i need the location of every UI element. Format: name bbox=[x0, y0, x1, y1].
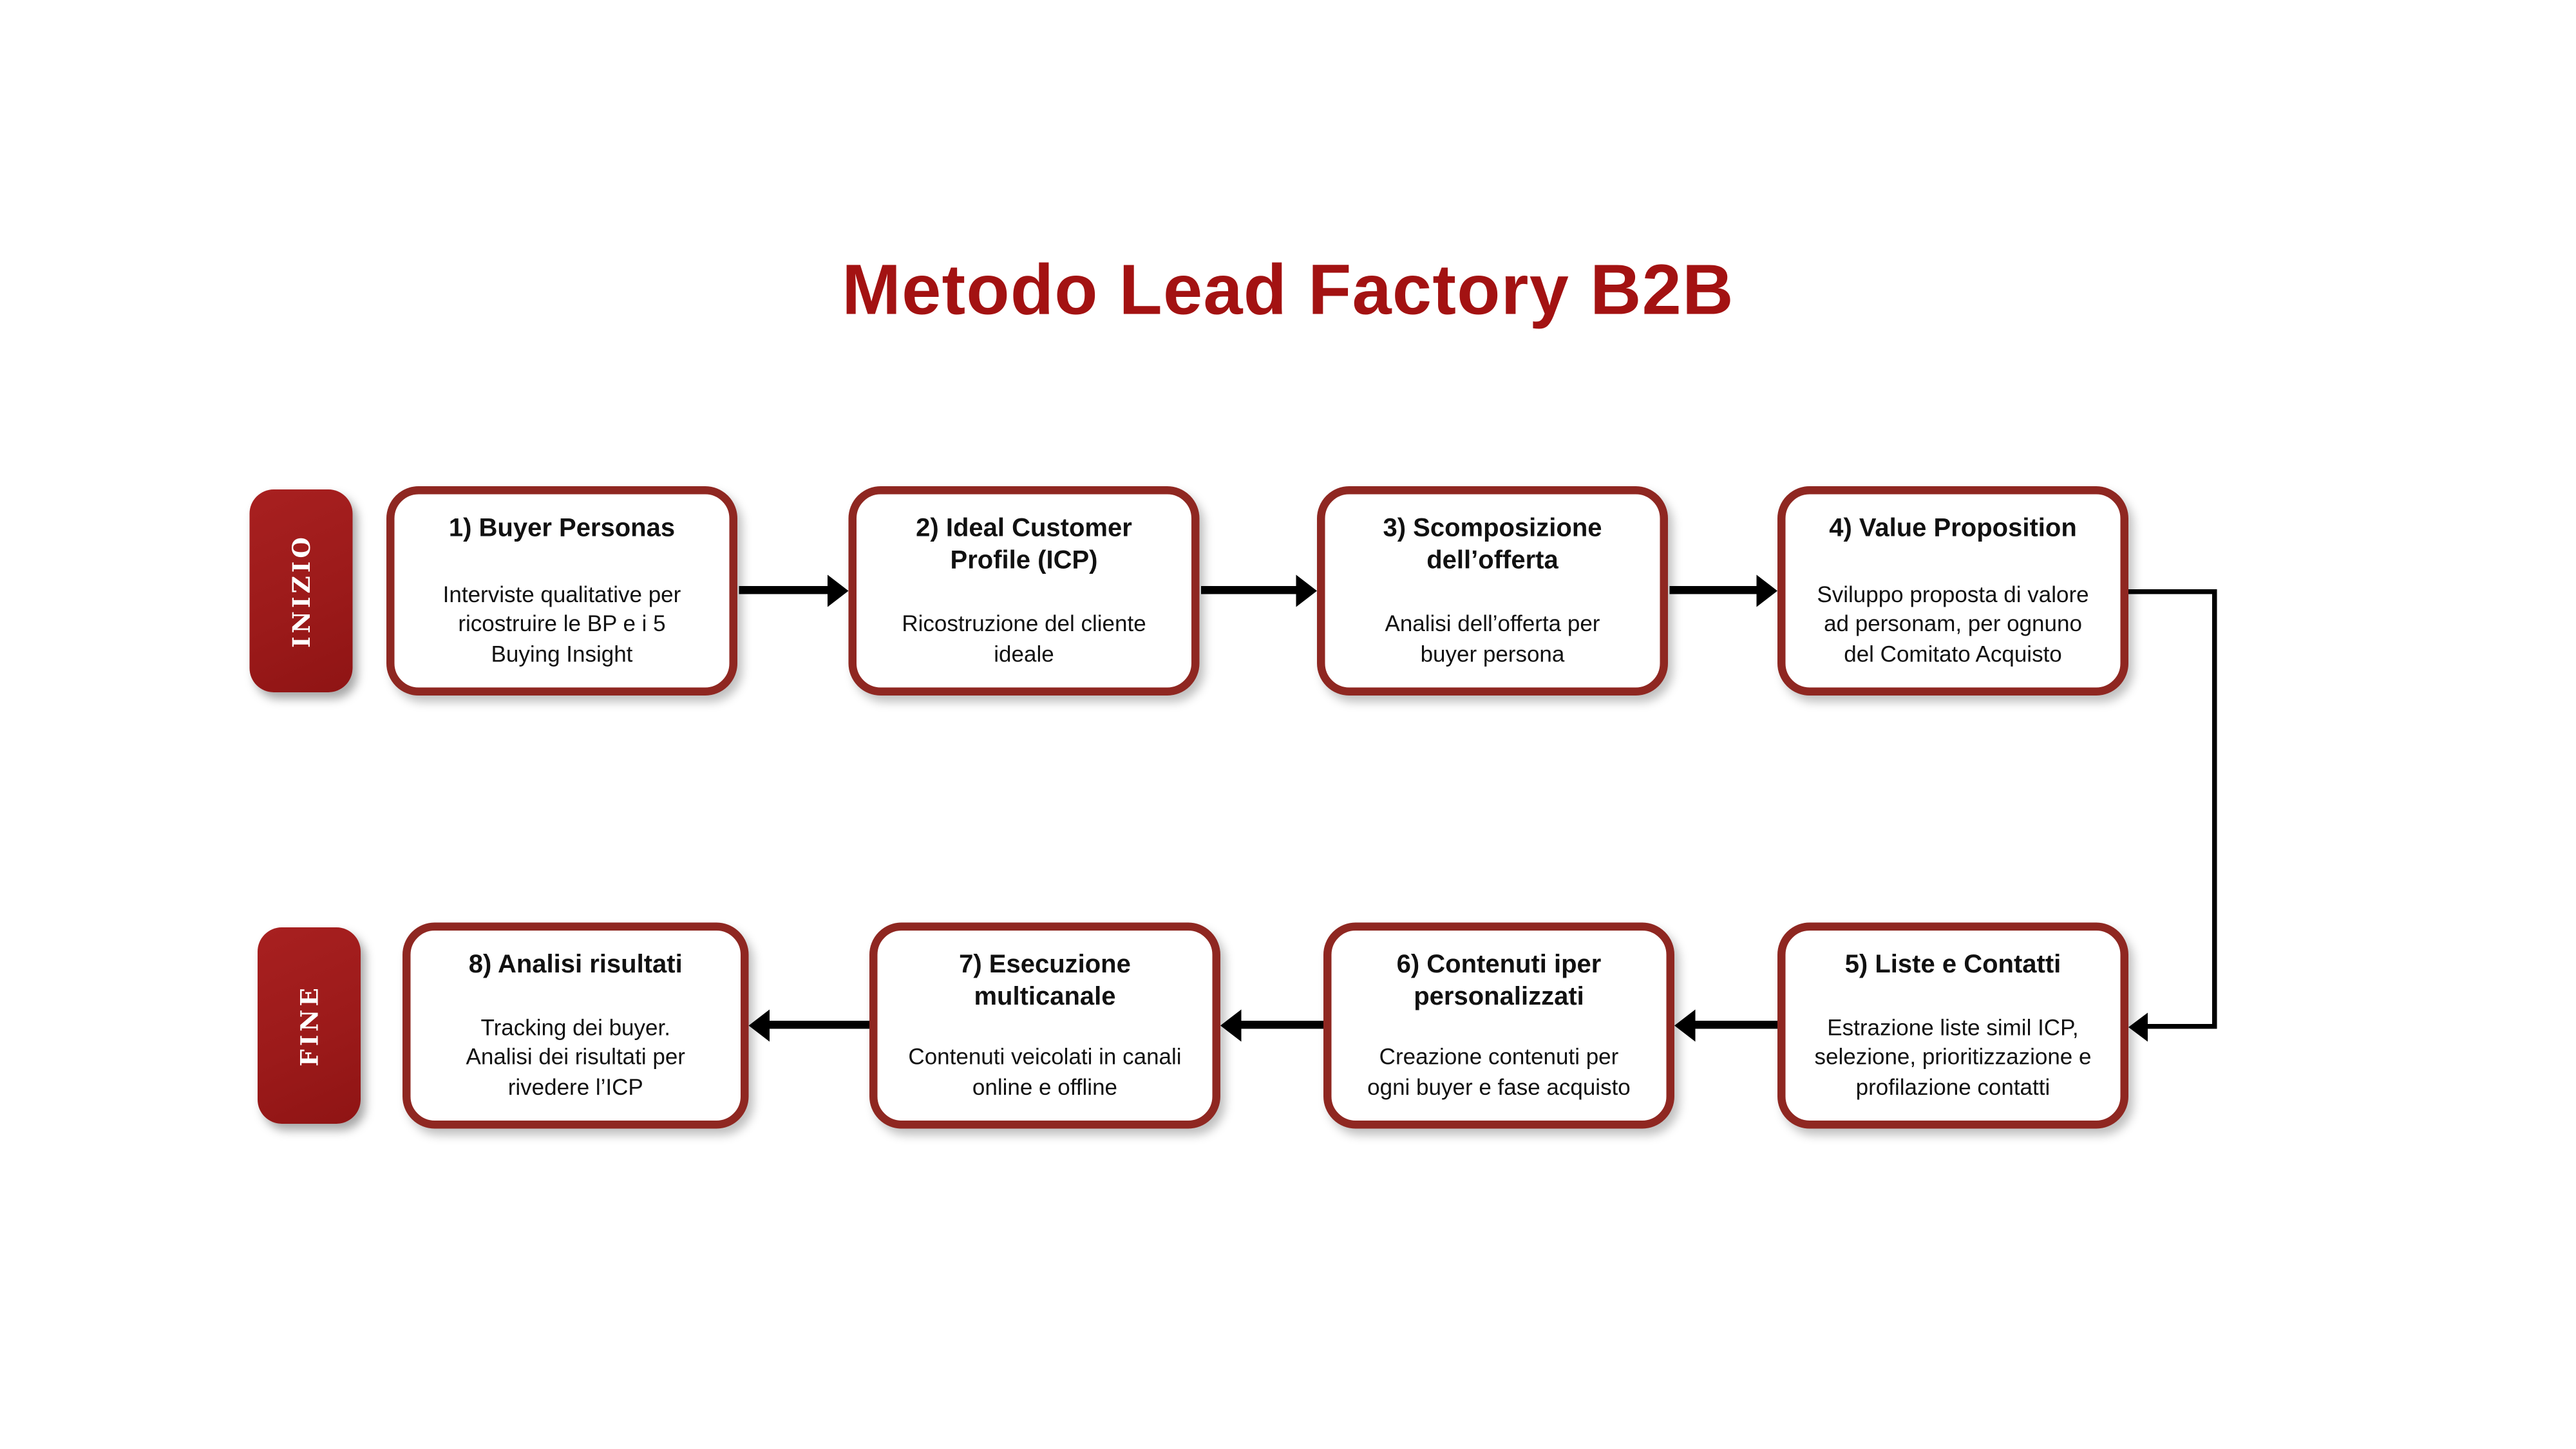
step-title: 2) Ideal Customer Profile (ICP) bbox=[916, 515, 1132, 574]
step-description: Interviste qualitative per ricostruire l… bbox=[442, 580, 681, 666]
page-title: Metodo Lead Factory B2B bbox=[842, 251, 1734, 330]
step-description: Ricostruzione del cliente ideale bbox=[902, 610, 1146, 666]
step-description: Creazione contenuti per ogni buyer e fas… bbox=[1367, 1043, 1631, 1099]
step-title: 3) Scomposizione dell’offerta bbox=[1383, 515, 1602, 574]
step-title: 7) Esecuzione multicanale bbox=[959, 951, 1131, 1010]
step-description: Contenuti veicolati in canali online e o… bbox=[908, 1043, 1182, 1099]
arrow-left-icon bbox=[1240, 1021, 1323, 1029]
step-box-1: 1) Buyer Personas Interviste qualitative… bbox=[386, 486, 737, 696]
arrow-left-head-icon bbox=[1220, 1009, 1242, 1042]
terminal-end: FINE bbox=[258, 927, 361, 1124]
arrow-right-icon bbox=[1201, 586, 1298, 594]
elbow-connector-top bbox=[2128, 589, 2217, 594]
terminal-start-label: INIZIO bbox=[287, 534, 316, 648]
arrow-right-head-icon bbox=[1756, 574, 1777, 607]
arrow-right-icon bbox=[739, 586, 829, 594]
step-description: Estrazione liste simil ICP, selezione, p… bbox=[1814, 1013, 2092, 1099]
step-box-5: 5) Liste e Contatti Estrazione liste sim… bbox=[1777, 922, 2128, 1129]
step-box-4: 4) Value Proposition Sviluppo proposta d… bbox=[1777, 486, 2128, 696]
terminal-end-label: FINE bbox=[294, 984, 324, 1067]
step-box-3: 3) Scomposizione dell’offerta Analisi de… bbox=[1317, 486, 1668, 696]
arrow-left-icon bbox=[1694, 1021, 1777, 1029]
terminal-start: INIZIO bbox=[249, 489, 353, 692]
step-title: 6) Contenuti iper personalizzati bbox=[1396, 951, 1602, 1010]
step-box-2: 2) Ideal Customer Profile (ICP) Ricostru… bbox=[848, 486, 1200, 696]
step-title: 1) Buyer Personas bbox=[448, 515, 676, 543]
arrow-right-head-icon bbox=[1296, 574, 1317, 607]
step-description: Tracking dei buyer. Analisi dei risultat… bbox=[466, 1013, 685, 1099]
step-title: 8) Analisi risultati bbox=[468, 951, 683, 980]
step-description: Analisi dell’offerta per buyer persona bbox=[1385, 610, 1600, 666]
elbow-connector-vertical bbox=[2212, 589, 2217, 1029]
arrow-right-icon bbox=[1669, 586, 1758, 594]
step-box-7: 7) Esecuzione multicanale Contenuti veic… bbox=[869, 922, 1220, 1129]
step-title: 4) Value Proposition bbox=[1829, 515, 2077, 543]
arrow-left-icon bbox=[768, 1021, 869, 1029]
arrow-left-head-icon bbox=[748, 1009, 770, 1042]
elbow-connector-bottom bbox=[2146, 1024, 2217, 1029]
elbow-connector-arrowhead-icon bbox=[2128, 1012, 2148, 1042]
arrow-left-head-icon bbox=[1674, 1009, 1696, 1042]
step-description: Sviluppo proposta di valore ad personam,… bbox=[1817, 580, 2089, 666]
step-title: 5) Liste e Contatti bbox=[1844, 951, 2061, 980]
arrow-right-head-icon bbox=[828, 574, 849, 607]
step-box-8: 8) Analisi risultati Tracking dei buyer.… bbox=[402, 922, 749, 1129]
step-box-6: 6) Contenuti iper personalizzati Creazio… bbox=[1323, 922, 1674, 1129]
